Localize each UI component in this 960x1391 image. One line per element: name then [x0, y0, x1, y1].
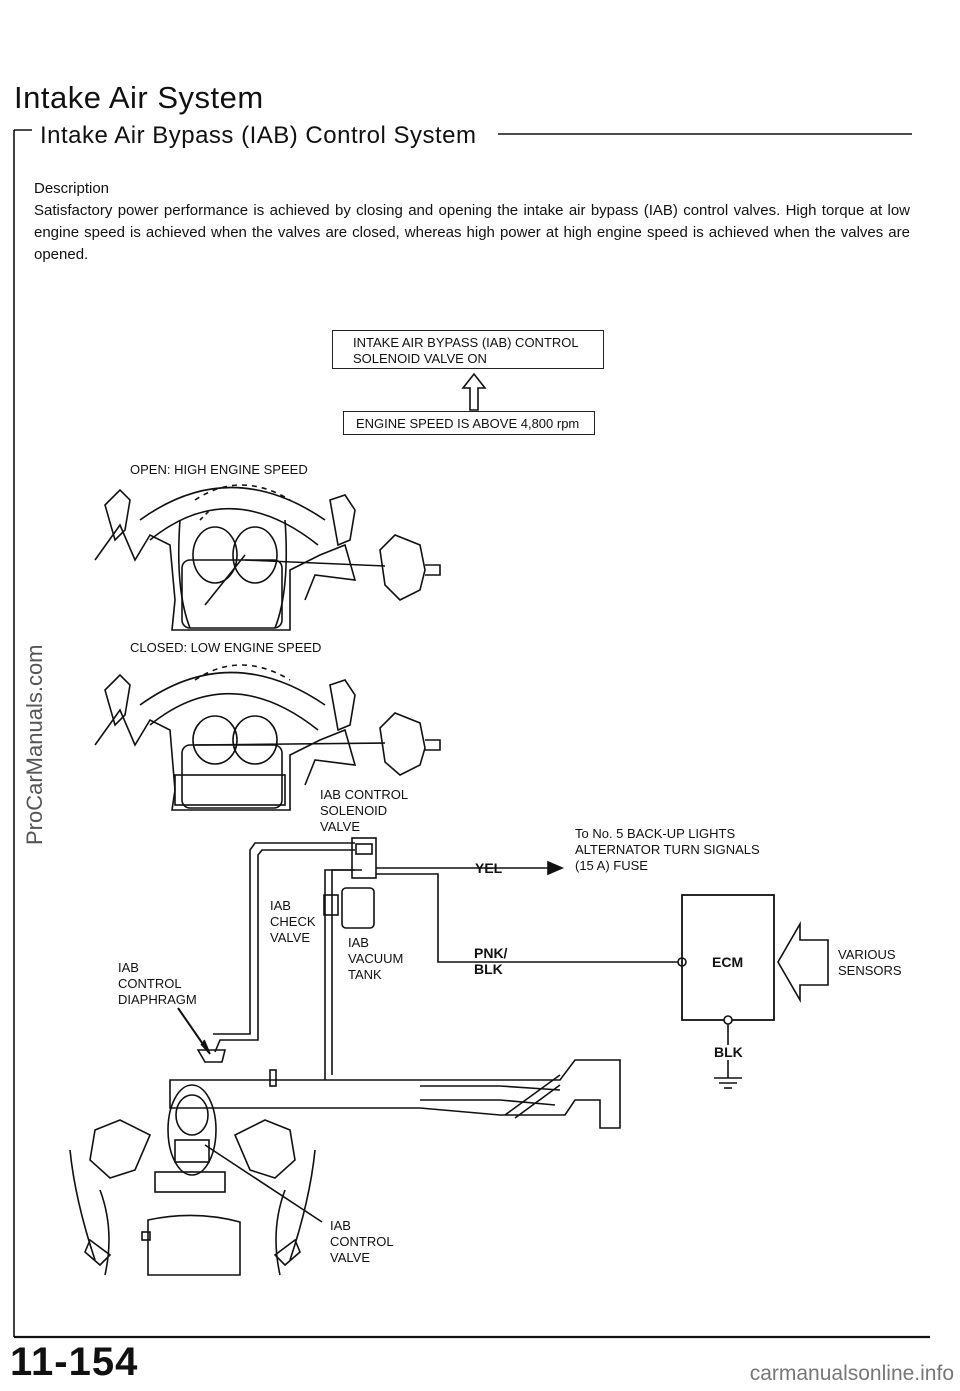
- solenoid-on-box: INTAKE AIR BYPASS (IAB) CONTROL SOLENOID…: [332, 330, 604, 369]
- diaphragm-label: IAB CONTROL DIAPHRAGM: [118, 960, 197, 1007]
- engine-speed-box: ENGINE SPEED IS ABOVE 4,800 rpm: [343, 411, 595, 435]
- sensors-label: VARIOUS SENSORS: [838, 947, 902, 978]
- ecm-label: ECM: [712, 954, 744, 970]
- flow-arrow-up: [461, 372, 487, 411]
- vacuum-hose-diaphragm: [214, 849, 355, 1053]
- vacuum-hose-diaphragm-outer: [213, 842, 355, 1035]
- open-valve-manifold-diagram: [94, 484, 441, 631]
- solenoid-label: IAB CONTROL SOLENOID VALVE: [320, 787, 409, 834]
- watermark-bottom: carmanualsonline.info: [749, 1362, 954, 1385]
- control-valve-label: IAB CONTROL VALVE: [330, 1218, 394, 1265]
- pnk-blk-wire-label: PNK/ BLK: [474, 945, 508, 977]
- vacuum-tank-body: [341, 887, 375, 929]
- closed-label: CLOSED: LOW ENGINE SPEED: [130, 640, 322, 655]
- engine-lower-diagram: [69, 1007, 621, 1276]
- pnk-blk-wire: [376, 873, 680, 963]
- open-label: OPEN: HIGH ENGINE SPEED: [130, 462, 308, 477]
- description-body: Satisfactory power performance is achiev…: [34, 202, 910, 263]
- section-title: Intake Air Bypass (IAB) Control System: [40, 122, 477, 149]
- yel-wire-label: YEL: [475, 860, 503, 876]
- vacuum-tank-label: IAB VACUUM TANK: [348, 935, 404, 982]
- watermark-side: ProCarManuals.com: [22, 644, 47, 845]
- fuse-label: To No. 5 BACK-UP LIGHTS ALTERNATOR TURN …: [575, 826, 760, 873]
- ground-label: BLK: [714, 1044, 743, 1060]
- solenoid-body: [351, 837, 377, 879]
- check-valve-label: IAB CHECK VALVE: [270, 898, 316, 945]
- page-number: 11-154: [10, 1340, 139, 1384]
- sensors-arrow: [777, 921, 829, 1003]
- closed-valve-manifold-diagram: [94, 664, 441, 811]
- yel-arrow-head: [547, 860, 565, 876]
- description-heading: Description: [34, 180, 110, 197]
- page-title: Intake Air System: [14, 80, 264, 115]
- check-valve-body: [323, 894, 339, 916]
